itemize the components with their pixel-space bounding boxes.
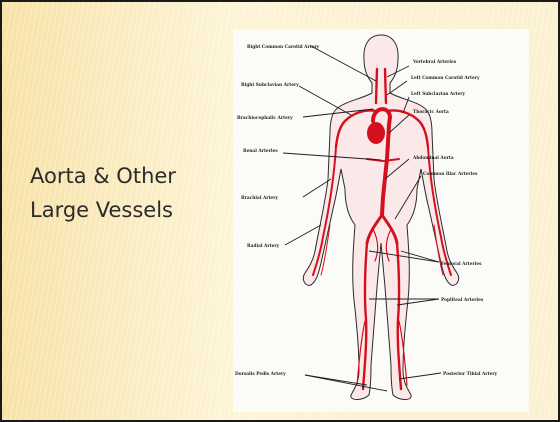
right-carotid-vessel <box>376 69 377 103</box>
label-posterior-tibial: Posterior Tibial Artery <box>443 372 498 377</box>
slide-title-line-2: Large Vessels <box>30 193 230 227</box>
label-thoracic-aorta: Thoracic Aorta <box>413 110 449 115</box>
left-carotid-vessel <box>385 69 386 103</box>
label-common-iliac: Common Iliac Arteries <box>423 172 478 177</box>
label-vertebral: Vertebral Arteries <box>412 60 457 65</box>
label-right-common-carotid: Right Common Carotid Artery <box>247 45 320 50</box>
label-dorsalis-pedis: Dorsalis Pedis Artery <box>235 372 286 377</box>
label-left-common-carotid: Left Common Carotid Artery <box>411 76 480 81</box>
label-femoral: Femoral Arteries <box>441 262 482 267</box>
label-right-subclavian: Right Subclavian Artery <box>241 83 299 88</box>
label-brachiocephalic: Brachiocephalic Artery <box>237 116 293 121</box>
label-popliteal: Popliteal Arteries <box>441 298 484 303</box>
label-radial: Radial Artery <box>247 244 280 249</box>
arterial-system-diagram: Right Common Carotid Artery Vertebral Ar… <box>233 29 529 412</box>
heart-shape <box>367 122 385 144</box>
anatomy-figure: Right Common Carotid Artery Vertebral Ar… <box>233 29 529 412</box>
label-renal: Renal Arteries <box>243 149 278 154</box>
label-brachial: Brachial Artery <box>241 196 279 201</box>
slide-title: Aorta & Other Large Vessels <box>30 159 230 227</box>
label-left-subclavian: Left Subclavian Artery <box>411 92 465 97</box>
slide-title-line-1: Aorta & Other <box>30 159 230 193</box>
label-abdominal-aorta: Abdominal Aorta <box>412 156 454 161</box>
